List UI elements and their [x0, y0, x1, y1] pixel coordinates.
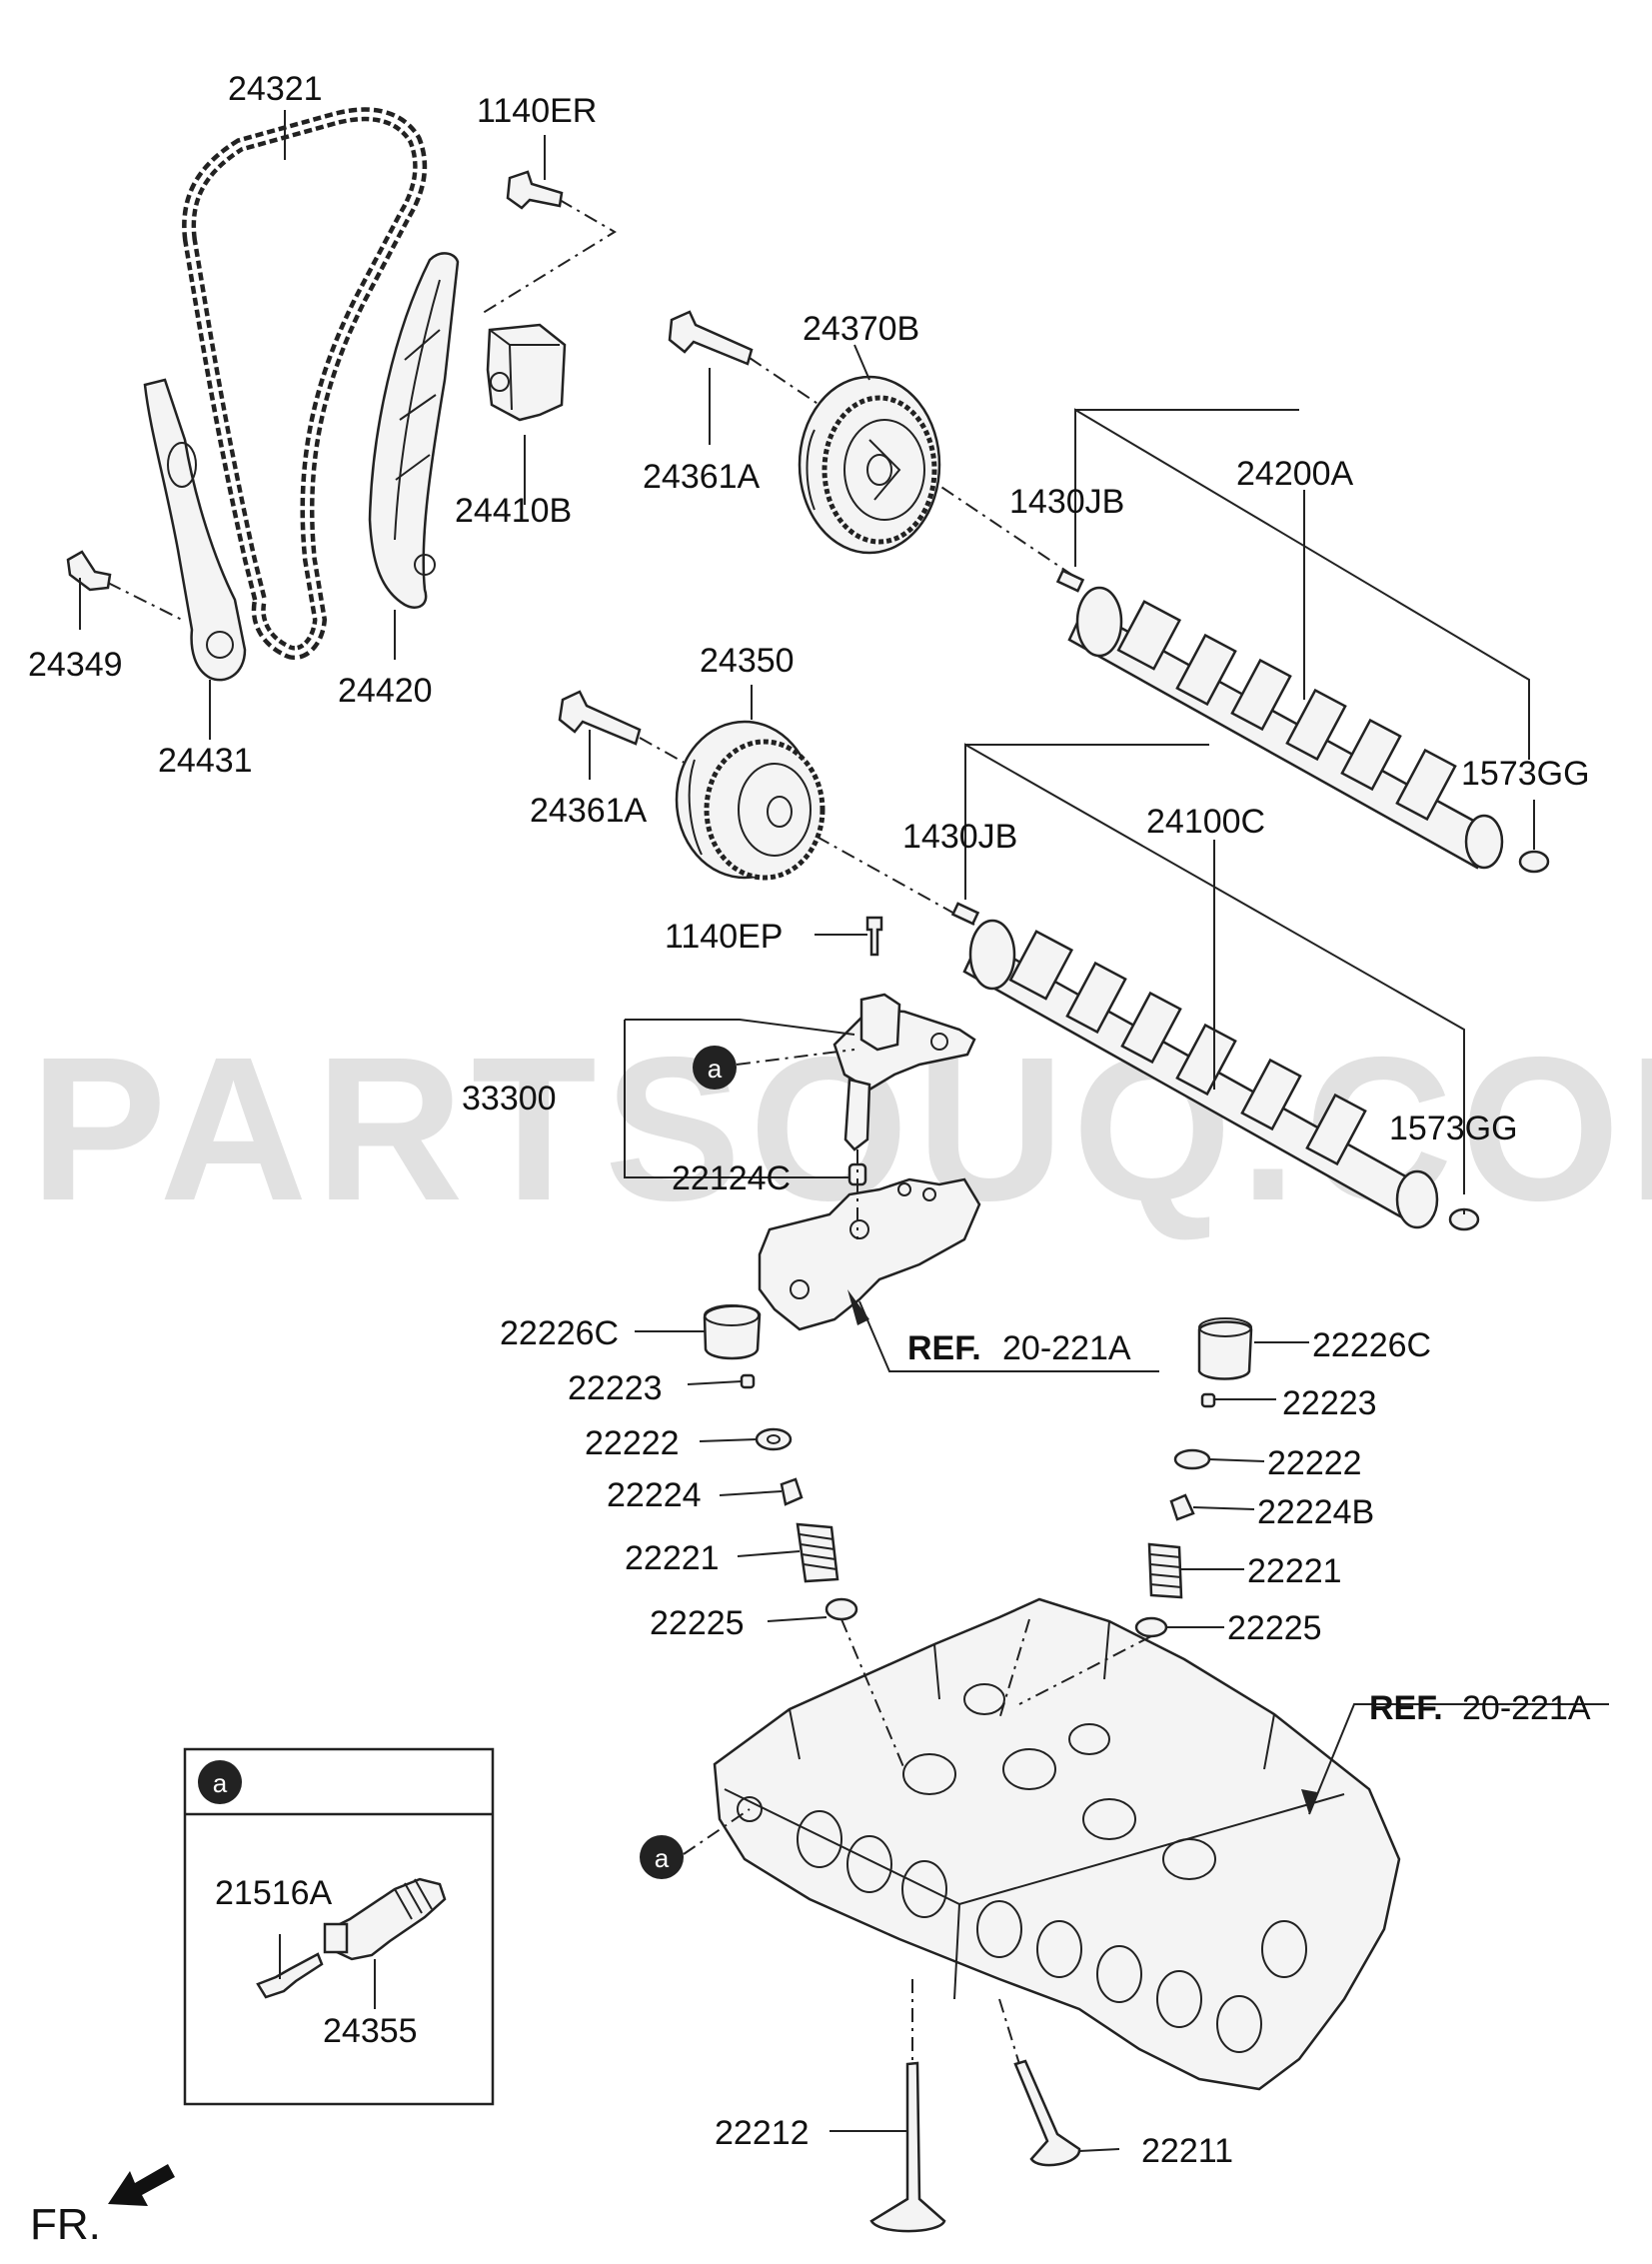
valve-spring-22221-left[interactable] — [796, 1522, 839, 1583]
label-24361A-mid: 24361A — [530, 792, 648, 830]
plug-1573GG-top[interactable] — [1518, 850, 1550, 874]
front-arrow-icon — [108, 2164, 175, 2206]
label-22222-right: 22222 — [1267, 1444, 1362, 1482]
label-22222-left: 22222 — [585, 1424, 680, 1462]
bolt-24349[interactable] — [66, 550, 112, 592]
bolt-1140EP[interactable] — [865, 916, 883, 957]
ref-label-1-prefix: REF. — [907, 1329, 981, 1367]
label-22223-left: 22223 — [568, 1369, 663, 1407]
valve-stem-seal-22224B[interactable] — [1169, 1493, 1195, 1521]
label-24431: 24431 — [158, 742, 253, 780]
ref-arrow-head-1 — [847, 1289, 869, 1325]
leader-lines — [79, 110, 1609, 2152]
label-24200A: 24200A — [1236, 455, 1354, 493]
ref-label-1[interactable]: REF. 20-221A — [907, 1329, 1131, 1367]
ref-arrow-head-2 — [1301, 1789, 1317, 1814]
spring-retainer-22222-left[interactable] — [755, 1427, 793, 1451]
ref-label-2-prefix: REF. — [1369, 1689, 1443, 1727]
label-24361A-top: 24361A — [643, 458, 761, 496]
label-33300: 33300 — [462, 1080, 557, 1118]
cam-carrier-bracket[interactable] — [758, 1177, 981, 1331]
callout-marker-text-2: a — [655, 1843, 670, 1873]
label-24355: 24355 — [323, 2012, 418, 2050]
spring-seat-22225-right[interactable] — [1134, 1616, 1168, 1638]
callout-box-marker-text: a — [213, 1768, 228, 1798]
pin-1430JB-top[interactable] — [1055, 569, 1085, 593]
bolt-24361A-mid[interactable] — [558, 690, 642, 746]
valve-spring-22221-right[interactable] — [1147, 1542, 1183, 1599]
label-22224: 22224 — [607, 1476, 702, 1514]
timing-chain-24321[interactable] — [182, 107, 428, 661]
bolt-1140ER[interactable] — [506, 170, 564, 210]
label-22226C-right: 22226C — [1312, 1326, 1431, 1364]
ref-label-2-number: 20-221A — [1462, 1689, 1591, 1727]
exhaust-camshaft-24200A[interactable] — [1067, 586, 1504, 870]
callout-marker-text-1: a — [708, 1054, 723, 1084]
tappet-22226C-left[interactable] — [703, 1304, 762, 1360]
label-1573GG-top: 1573GG — [1461, 755, 1590, 793]
label-24349: 24349 — [28, 646, 123, 684]
label-24100C: 24100C — [1146, 803, 1265, 841]
label-24350: 24350 — [700, 642, 795, 680]
intake-camshaft-24100C[interactable] — [962, 919, 1439, 1229]
spring-seat-22225-left[interactable] — [825, 1597, 858, 1621]
retainer-lock-22223-right[interactable] — [1200, 1392, 1216, 1408]
label-22124C: 22124C — [672, 1159, 791, 1197]
tappet-22226C-right[interactable] — [1197, 1317, 1253, 1380]
ref-label-2[interactable]: REF. 20-221A — [1369, 1689, 1591, 1727]
label-22225-left: 22225 — [650, 1604, 745, 1642]
chain-guide-24420[interactable] — [368, 252, 460, 609]
label-22224B: 22224B — [1257, 1493, 1374, 1531]
label-22225-right: 22225 — [1227, 1609, 1322, 1647]
label-1140EP: 1140EP — [665, 918, 783, 956]
tensioner-24410B[interactable] — [486, 323, 567, 422]
label-22212: 22212 — [715, 2114, 810, 2152]
front-direction-indicator: FR. — [30, 2164, 175, 2249]
label-24370B: 24370B — [803, 310, 919, 348]
cylinder-head[interactable] — [713, 1597, 1401, 2091]
tensioner-arm-24431[interactable] — [143, 378, 247, 682]
label-24321: 24321 — [228, 70, 323, 108]
label-1430JB-mid: 1430JB — [902, 818, 1017, 856]
callout-marker-a-head: a — [640, 1835, 684, 1879]
cvvt-assembly-24370B[interactable] — [798, 375, 941, 555]
label-1430JB-top: 1430JB — [1009, 483, 1124, 521]
label-21516A: 21516A — [215, 1874, 333, 1912]
cvvt-assembly-24350[interactable] — [675, 720, 826, 881]
spring-retainer-22222-right[interactable] — [1173, 1448, 1211, 1470]
ocv-bracket-33300[interactable] — [832, 993, 976, 1151]
callout-marker-a-bracket: a — [693, 1046, 737, 1090]
label-22211: 22211 — [1141, 2132, 1233, 2170]
retainer-lock-22223-left[interactable] — [740, 1373, 756, 1389]
intake-valve-22212[interactable] — [869, 2061, 946, 2233]
exhaust-valve-22211[interactable] — [1013, 2059, 1081, 2167]
valve-stem-seal-22224[interactable] — [780, 1477, 804, 1506]
ocv-solenoid-24355[interactable] — [323, 1877, 447, 1961]
front-direction-label: FR. — [30, 2200, 101, 2249]
label-22221-left: 22221 — [625, 1539, 720, 1577]
label-24410B: 24410B — [455, 492, 572, 530]
label-22221-right: 22221 — [1247, 1552, 1342, 1590]
label-24420: 24420 — [338, 672, 433, 710]
ref-label-1-number: 20-221A — [1002, 1329, 1131, 1367]
bolt-24361A-top[interactable] — [668, 310, 754, 366]
label-1573GG-mid: 1573GG — [1389, 1110, 1518, 1147]
label-22223-right: 22223 — [1282, 1384, 1377, 1422]
label-22226C-left: 22226C — [500, 1314, 619, 1352]
pin-1430JB-mid[interactable] — [950, 902, 980, 926]
label-1140ER: 1140ER — [477, 92, 597, 130]
